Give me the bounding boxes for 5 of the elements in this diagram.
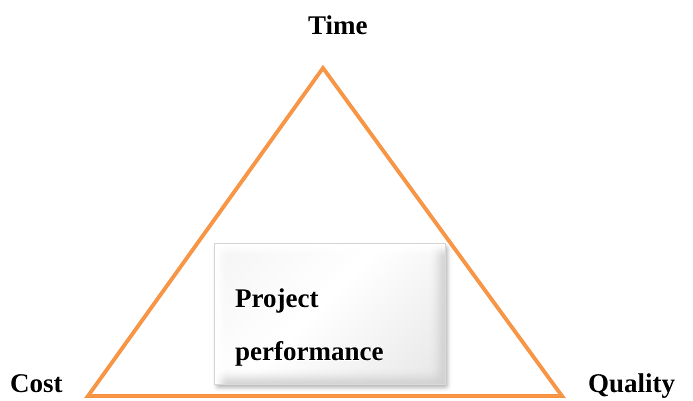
box-text: Project performance — [235, 282, 384, 368]
vertex-label: Quality — [588, 370, 676, 397]
vertex-label: Cost — [10, 370, 62, 397]
bevel-box — [214, 243, 446, 385]
vertex-label: Time — [308, 12, 368, 39]
